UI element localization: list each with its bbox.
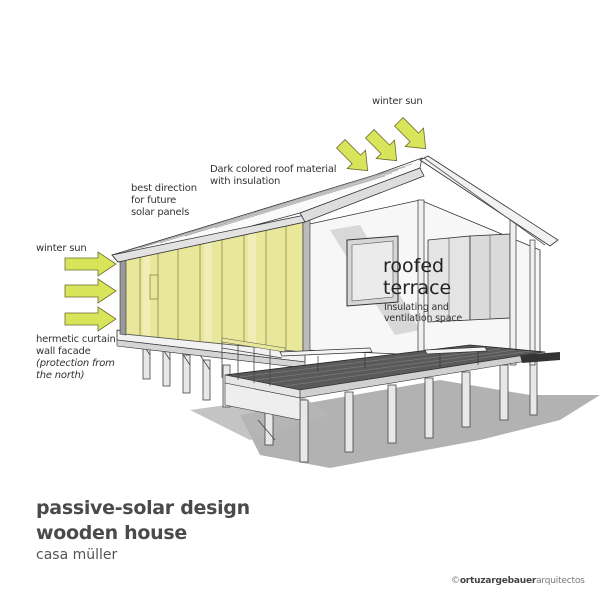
sun-arrow-icon xyxy=(64,278,117,304)
copyright-symbol: © xyxy=(451,576,460,586)
roof xyxy=(111,155,559,263)
sun-arrow-icon xyxy=(393,116,427,150)
winter-sun-arrows-top xyxy=(335,116,427,172)
winter-sun-top-label: winter sun xyxy=(372,96,423,107)
house-body xyxy=(116,199,541,369)
title-line-3: casa müller xyxy=(36,547,118,563)
sun-arrow-icon xyxy=(64,251,117,277)
winter-sun-left-label: winter sun xyxy=(36,243,87,254)
terrace-title: roofed terrace xyxy=(383,255,452,299)
terrace-deck xyxy=(221,337,560,421)
credit-bold: ortuzargebauer xyxy=(459,576,537,586)
sun-arrow-icon xyxy=(64,306,117,332)
title-line-2: wooden house xyxy=(36,522,187,544)
sun-arrow-icon xyxy=(335,138,369,172)
title-line-1: passive-solar design xyxy=(36,497,250,519)
solar-panels-label: best direction for future solar panels xyxy=(131,183,197,218)
terrace-note: Insulating and ventilation space xyxy=(384,302,462,324)
curtain-wall-label: hermetic curtain wall facade (protection… xyxy=(36,334,116,381)
winter-sun-arrows-left xyxy=(64,251,117,332)
roof-material-label: Dark colored roof material with insulati… xyxy=(210,164,337,187)
sun-arrow-icon xyxy=(364,128,398,162)
credit: ©ortuzargebauerarquitectos xyxy=(451,576,585,586)
credit-regular: arquitectos xyxy=(536,576,585,586)
